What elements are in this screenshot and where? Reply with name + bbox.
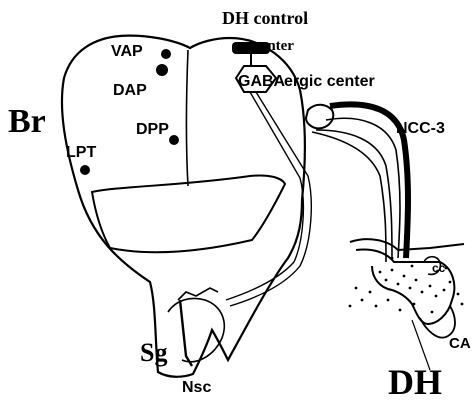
label-dh-control-line2: center	[254, 38, 294, 54]
label-br: Br	[8, 103, 46, 140]
inner-cavity	[92, 175, 285, 252]
label-dpp: DPP	[136, 121, 169, 138]
label-nsc: Nsc	[182, 379, 211, 396]
label-cc: cc	[432, 261, 446, 275]
dpp-dot	[169, 135, 179, 145]
label-ncc3: NCC-3	[396, 120, 445, 137]
gaba-projection	[226, 92, 303, 300]
dap-dot	[156, 64, 168, 76]
hemisphere-divide	[187, 50, 189, 186]
tract-origin	[306, 105, 333, 129]
label-dh-control-line1: DH control	[222, 8, 308, 28]
gaba-projection-2	[230, 92, 311, 306]
vap-dot	[161, 49, 171, 59]
label-dap: DAP	[113, 82, 147, 99]
ncc3-tract-thin-c	[312, 132, 386, 262]
lpt-dot	[80, 165, 90, 175]
label-vap: VAP	[111, 43, 143, 60]
label-lpt: LPT	[66, 144, 96, 161]
label-dh: DH	[388, 362, 442, 402]
label-ca: CA	[449, 335, 471, 352]
label-gaba-rest: ergic center	[284, 73, 375, 90]
nsc-track	[180, 300, 192, 366]
label-gaba-box: GABA	[238, 73, 286, 90]
lower-chamber	[168, 299, 224, 362]
label-sg: Sg	[140, 338, 167, 367]
